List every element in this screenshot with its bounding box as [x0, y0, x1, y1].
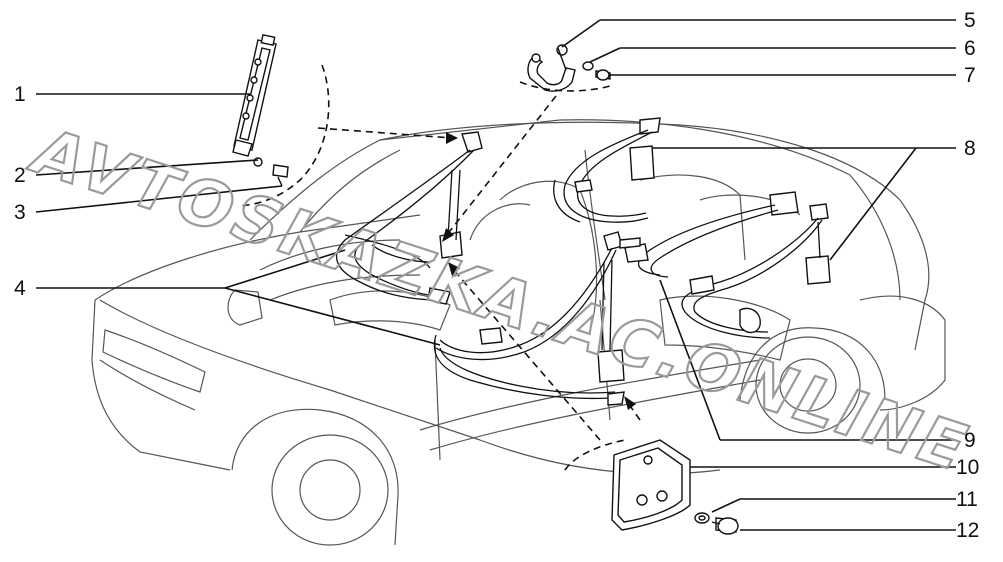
front-belt-right [433, 231, 625, 406]
detail-boundary-1 [237, 64, 330, 207]
callout-9: 9 [964, 429, 976, 452]
rear-belt-right [681, 203, 831, 339]
front-belt-left [336, 131, 483, 305]
plate-bolt [711, 517, 739, 535]
callout-7: 7 [964, 64, 976, 87]
callout-1: 1 [14, 83, 26, 106]
callout-3: 3 [14, 201, 26, 224]
detail-boundary-10 [564, 439, 626, 471]
washer [582, 61, 594, 71]
callout-6: 6 [964, 37, 976, 60]
leader-lines [35, 19, 956, 531]
assembly-arrows [317, 95, 641, 441]
callout-11: 11 [956, 488, 978, 511]
callout-4: 4 [14, 277, 26, 300]
callout-12: 12 [956, 519, 979, 542]
belt-height-adjuster [232, 34, 277, 157]
callout-labels: 1 2 3 4 5 6 7 8 9 10 11 12 [14, 9, 979, 542]
adjuster-bolt [253, 157, 289, 187]
anchor-bolt [595, 69, 611, 81]
callout-2: 2 [14, 164, 26, 187]
callout-5: 5 [964, 9, 976, 32]
floor-anchor-plate [611, 439, 691, 531]
plate-washer [694, 512, 710, 524]
rear-belt-center [619, 191, 799, 278]
car-body-outline [91, 119, 946, 546]
rear-belt-left [553, 117, 661, 223]
callout-10: 10 [956, 456, 979, 479]
anchor-bracket [527, 44, 576, 92]
callout-8: 8 [964, 137, 976, 160]
